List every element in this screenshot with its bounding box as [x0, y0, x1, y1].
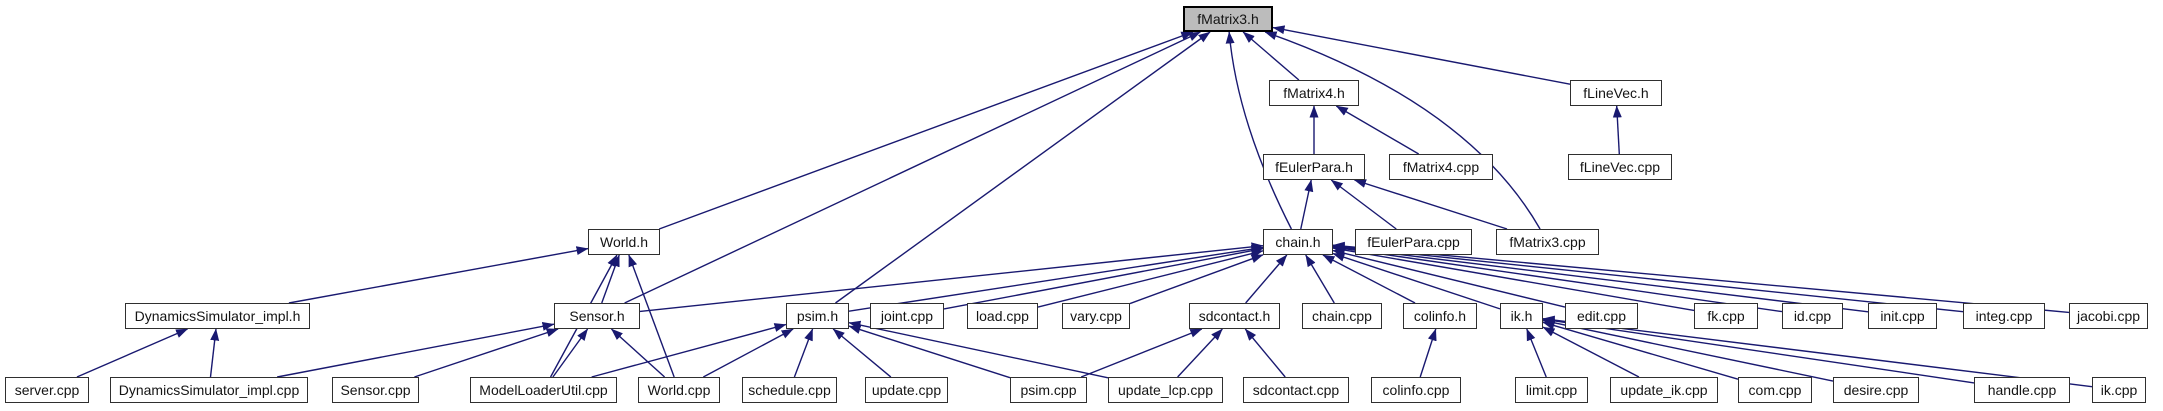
include-edge-com-cpp-to-ik-h [1542, 321, 1739, 380]
include-edge-psim-cpp-to-psim-h [848, 325, 1011, 379]
graph-node-id-cpp[interactable]: id.cpp [1782, 303, 1843, 329]
include-edge-dynamicssimulator-impl-cpp-to-sensor-h [277, 321, 555, 378]
graph-node-integ-cpp[interactable]: integ.cpp [1963, 303, 2045, 329]
graph-node-init-cpp[interactable]: init.cpp [1868, 303, 1937, 329]
graph-node-fmatrix4-cpp[interactable]: fMatrix4.cpp [1389, 154, 1493, 180]
include-edge-fmatrix3-cpp-to-fmatrix3-h [1264, 31, 1541, 230]
include-edge-flinevec-h-to-fmatrix3-h [1272, 25, 1571, 85]
graph-node-psim-cpp[interactable]: psim.cpp [1010, 377, 1087, 403]
graph-node-dynamicssimulator-impl-cpp[interactable]: DynamicsSimulator_impl.cpp [110, 377, 308, 403]
graph-node-chain-cpp[interactable]: chain.cpp [1302, 303, 1382, 329]
graph-node-world-cpp[interactable]: World.cpp [638, 377, 720, 403]
include-edge-chain-h-to-fmatrix3-h [1225, 31, 1293, 230]
graph-node-fmatrix3-cpp[interactable]: fMatrix3.cpp [1496, 229, 1599, 255]
include-edge-chain-cpp-to-chain-h [1305, 254, 1335, 304]
graph-node-feulerpara-cpp[interactable]: fEulerPara.cpp [1355, 229, 1472, 255]
include-edge-joint-cpp-to-chain-h [943, 246, 1264, 310]
include-edge-psim-cpp-to-sdcontact-h [1080, 328, 1203, 378]
graph-node-update-ik-cpp[interactable]: update_ik.cpp [1610, 377, 1718, 403]
graph-node-sensor-h[interactable]: Sensor.h [554, 303, 640, 329]
include-edge-world-cpp-to-sensor-h [610, 328, 666, 378]
graph-node-sdcontact-h[interactable]: sdcontact.h [1189, 303, 1280, 329]
include-edge-integ-cpp-to-chain-h [1332, 242, 1964, 313]
include-edge-fk-cpp-to-chain-h [1332, 245, 1695, 312]
include-edge-fmatrix3-cpp-to-feulerpara-h [1353, 179, 1508, 230]
include-edge-update-lcp-cpp-to-psim-h [848, 320, 1109, 379]
include-edge-edit-cpp-to-chain-h [1332, 248, 1566, 308]
include-edge-dynamicssimulator-impl-cpp-to-dynamicssimulator-impl-h [209, 328, 220, 378]
graph-node-desire-cpp[interactable]: desire.cpp [1833, 377, 1919, 403]
include-edge-world-cpp-to-psim-h [703, 328, 794, 378]
graph-node-ik-h[interactable]: ik.h [1500, 303, 1543, 329]
graph-node-vary-cpp[interactable]: vary.cpp [1062, 303, 1130, 329]
graph-node-joint-cpp[interactable]: joint.cpp [870, 303, 944, 329]
graph-node-limit-cpp[interactable]: limit.cpp [1515, 377, 1588, 403]
include-edge-fmatrix4-h-to-fmatrix3-h [1242, 31, 1300, 81]
include-edge-init-cpp-to-chain-h [1332, 243, 1869, 313]
include-edge-sdcontact-cpp-to-sdcontact-h [1244, 328, 1286, 378]
include-edge-vary-cpp-to-chain-h [1129, 254, 1264, 305]
include-edge-jacobi-cpp-to-chain-h [1332, 241, 2070, 314]
graph-node-colinfo-cpp[interactable]: colinfo.cpp [1371, 377, 1461, 403]
graph-node-com-cpp[interactable]: com.cpp [1738, 377, 1812, 403]
include-edge-update-lcp-cpp-to-sdcontact-h [1177, 328, 1223, 378]
graph-node-update-lcp-cpp[interactable]: update_lcp.cpp [1108, 377, 1223, 403]
include-edge-psim-h-to-chain-h [848, 244, 1264, 312]
include-edge-flinevec-cpp-to-flinevec-h [1612, 105, 1622, 155]
include-edge-limit-cpp-to-ik-h [1526, 328, 1547, 378]
graph-node-load-cpp[interactable]: load.cpp [967, 303, 1038, 329]
include-edge-handle-cpp-to-ik-h [1542, 316, 1975, 384]
graph-node-chain-h[interactable]: chain.h [1263, 229, 1333, 255]
include-edge-colinfo-cpp-to-colinfo-h [1419, 328, 1437, 378]
graph-node-schedule-cpp[interactable]: schedule.cpp [742, 377, 837, 403]
include-edge-sensor-h-to-fmatrix3-h [624, 31, 1201, 304]
graph-node-psim-h[interactable]: psim.h [786, 303, 849, 329]
graph-node-colinfo-h[interactable]: colinfo.h [1403, 303, 1477, 329]
graph-node-sensor-cpp[interactable]: Sensor.cpp [332, 377, 419, 403]
graph-node-server-cpp[interactable]: server.cpp [5, 377, 89, 403]
include-edge-id-cpp-to-chain-h [1332, 244, 1783, 313]
include-edge-modelloaderutil-cpp-to-sensor-h [552, 328, 589, 378]
graph-node-flinevec-h[interactable]: fLineVec.h [1570, 80, 1662, 106]
graph-node-sdcontact-cpp[interactable]: sdcontact.cpp [1243, 377, 1349, 403]
graph-node-ik-cpp[interactable]: ik.cpp [2092, 377, 2146, 403]
include-edge-colinfo-h-to-chain-h [1322, 254, 1416, 304]
include-edge-schedule-cpp-to-psim-h [793, 328, 814, 378]
include-edge-ik-cpp-to-ik-h [1542, 315, 2093, 388]
graph-node-flinevec-cpp[interactable]: fLineVec.cpp [1568, 154, 1672, 180]
include-edge-sensor-cpp-to-sensor-h [414, 328, 559, 378]
graph-node-world-h[interactable]: World.h [588, 229, 660, 255]
graph-node-feulerpara-h[interactable]: fEulerPara.h [1263, 154, 1365, 180]
include-edge-dynamicssimulator-impl-h-to-world-h [288, 246, 589, 304]
include-edge-chain-h-to-feulerpara-h [1300, 179, 1314, 230]
graph-node-fk-cpp[interactable]: fk.cpp [1694, 303, 1758, 329]
include-edge-fmatrix4-cpp-to-fmatrix4-h [1335, 105, 1420, 155]
graph-node-dynamicssimulator-impl-h[interactable]: DynamicsSimulator_impl.h [125, 303, 310, 329]
graph-node-handle-cpp[interactable]: handle.cpp [1974, 377, 2070, 403]
include-edge-sensor-h-to-chain-h [639, 242, 1264, 313]
graph-node-edit-cpp[interactable]: edit.cpp [1565, 303, 1638, 329]
include-edge-sdcontact-h-to-chain-h [1245, 254, 1288, 304]
include-edge-update-cpp-to-psim-h [832, 328, 892, 378]
graph-node-modelloaderutil-cpp[interactable]: ModelLoaderUtil.cpp [470, 377, 617, 403]
include-edge-modelloaderutil-cpp-to-psim-h [591, 323, 787, 378]
graph-node-fmatrix3-h: fMatrix3.h [1183, 6, 1273, 32]
graph-node-jacobi-cpp[interactable]: jacobi.cpp [2069, 303, 2148, 329]
include-edge-update-ik-cpp-to-ik-h [1542, 326, 1640, 378]
include-edge-load-cpp-to-chain-h [1037, 249, 1264, 308]
include-edge-psim-h-to-fmatrix3-h [835, 31, 1211, 304]
include-edge-desire-cpp-to-ik-h [1542, 318, 1834, 382]
include-edge-world-h-to-fmatrix3-h [658, 31, 1194, 230]
graph-node-fmatrix4-h[interactable]: fMatrix4.h [1269, 80, 1359, 106]
graph-node-update-cpp[interactable]: update.cpp [865, 377, 948, 403]
include-edge-feulerpara-cpp-to-feulerpara-h [1330, 179, 1397, 230]
include-edge-server-cpp-to-dynamicssimulator-impl-h [76, 328, 189, 378]
include-edge-ik-h-to-chain-h [1332, 252, 1501, 310]
